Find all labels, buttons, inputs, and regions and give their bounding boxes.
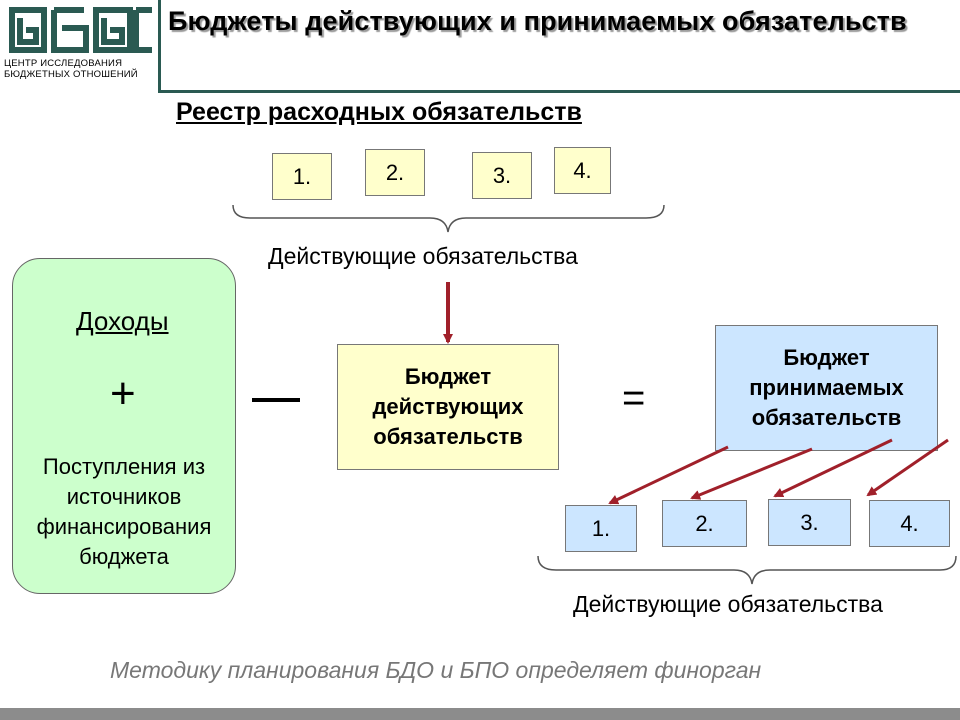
page-title: Бюджеты действующих и принимаемых обязат… xyxy=(168,6,907,36)
logo-subtitle: ЦЕНТР ИССЛЕДОВАНИЯ БЮДЖЕТНЫХ ОТНОШЕНИЙ xyxy=(4,58,156,80)
right-box-line-3: обязательств xyxy=(751,405,902,430)
income-sources-text: Поступления из источников финансирования… xyxy=(12,452,236,572)
diagram-subtitle: Реестр расходных обязательств xyxy=(176,98,582,126)
income-block xyxy=(12,258,236,594)
minus-operator xyxy=(252,398,300,402)
top-group-label: Действующие обязательства xyxy=(268,243,578,269)
top-item-1: 1. xyxy=(272,153,332,200)
right-box-line-2: принимаемых xyxy=(749,375,904,400)
bottom-item-3: 3. xyxy=(768,499,851,546)
plus-operator: + xyxy=(110,369,136,418)
bottom-item-2: 2. xyxy=(662,500,747,547)
logo-line-2: БЮДЖЕТНЫХ ОТНОШЕНИЙ xyxy=(4,69,138,80)
logo-line-1: ЦЕНТР ИССЛЕДОВАНИЯ xyxy=(4,58,123,69)
logo-mark-icon xyxy=(4,2,156,58)
equals-operator: = xyxy=(622,376,646,420)
bottom-group-label: Действующие обязательства xyxy=(573,591,883,617)
top-brace-icon xyxy=(232,204,665,233)
bottom-bar xyxy=(0,708,960,720)
mid-box-line-1: Бюджет xyxy=(404,364,492,389)
mid-box-line-3: обязательств xyxy=(373,424,523,449)
arrow-to-item-2-icon xyxy=(690,447,813,500)
current-obligations-budget-box: Бюджет действующих обязательств xyxy=(337,344,559,470)
arrow-to-item-1-icon xyxy=(608,445,729,505)
bottom-brace-icon xyxy=(537,555,957,585)
new-obligations-budget-box: Бюджет принимаемых обязательств xyxy=(715,325,938,451)
mid-box-line-2: действующих xyxy=(372,394,524,419)
income-line-4: бюджета xyxy=(79,544,169,569)
arrow-to-item-4-icon xyxy=(866,438,949,497)
income-line-2: источников xyxy=(66,484,182,509)
arrow-to-item-3-icon xyxy=(773,438,893,498)
income-heading: Доходы xyxy=(76,306,169,336)
top-item-2: 2. xyxy=(365,149,425,196)
bottom-item-1: 1. xyxy=(565,505,637,552)
footer-note: Методику планирования БДО и БПО определя… xyxy=(110,657,762,683)
income-line-3: финансирования xyxy=(36,514,212,539)
bottom-item-4: 4. xyxy=(869,500,950,547)
logo xyxy=(4,2,156,80)
income-line-1: Поступления из xyxy=(42,454,206,479)
header-vertical-divider xyxy=(158,0,161,92)
right-box-line-1: Бюджет xyxy=(783,345,870,370)
top-item-3: 3. xyxy=(472,152,532,199)
top-item-4: 4. xyxy=(554,147,611,194)
header-horizontal-divider xyxy=(158,90,960,93)
